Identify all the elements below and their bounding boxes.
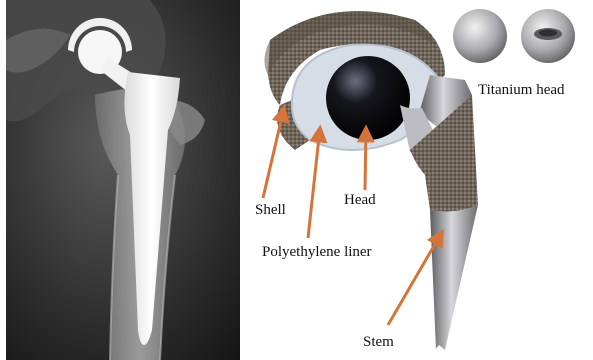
shell-arrow: [263, 108, 284, 198]
titanium-head-label: Titanium head: [478, 82, 565, 99]
prosthesis-diagram: [240, 0, 593, 360]
stem-component: [400, 75, 478, 355]
stem-label: Stem: [363, 334, 394, 351]
head-label: Head: [344, 192, 376, 209]
liner-label: Polyethylene liner: [262, 244, 372, 261]
liner-arrow: [308, 128, 320, 238]
head-arrow: [365, 128, 366, 190]
shell-label: Shell: [255, 202, 286, 219]
titanium-head-taper: [521, 9, 575, 63]
hip-xray-image: [0, 0, 240, 360]
head-component: [326, 56, 410, 140]
